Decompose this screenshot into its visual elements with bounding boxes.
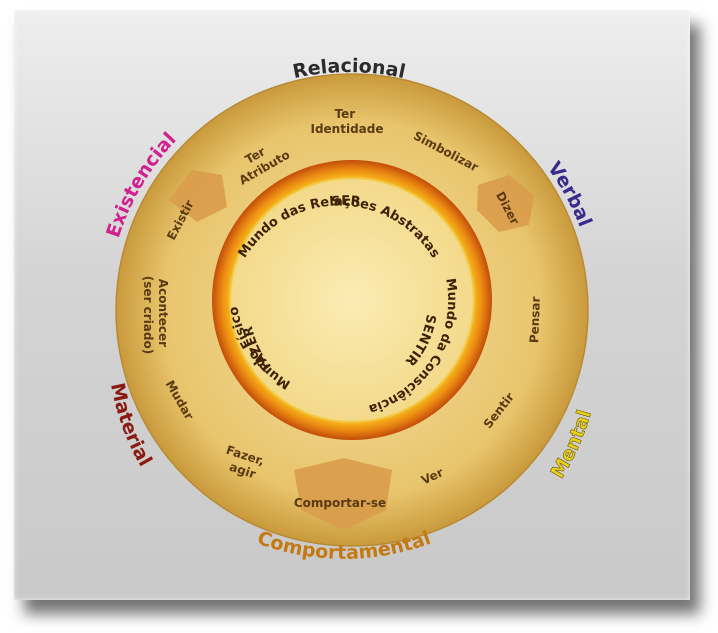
pentagon-existir [169,170,227,222]
diagram-frame: Relacional Existencial Verbal Material M… [14,10,690,600]
pentagon-comportar [294,458,392,530]
ring-item-ter-identidade: Ter Identidade [310,107,383,136]
ring-item-comportar-se: Comportar-se [294,496,386,510]
ring-item-pensar: Pensar [527,296,543,343]
inner-ser-label: SER [331,194,362,210]
ring-item-acontecer: Acontecer (ser criado) [141,276,170,354]
transitivity-wheel: Relacional Existencial Verbal Material M… [102,55,596,564]
inner-circle [229,177,475,423]
pentagon-dizer [477,175,534,232]
